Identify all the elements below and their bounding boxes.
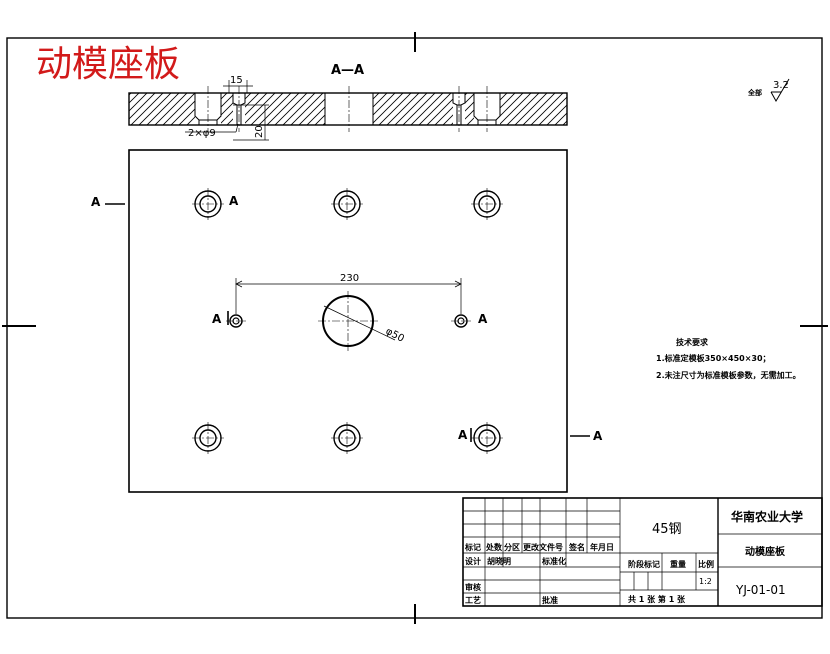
tb-date: 年月日 <box>590 542 614 552</box>
surface-finish-label: 全部 <box>747 88 762 97</box>
tb-approve: 批准 <box>542 595 558 605</box>
tb-scale: 1:2 <box>699 577 712 586</box>
cut-label-hole-br: A <box>458 428 468 442</box>
centering-marks <box>2 32 828 624</box>
dim-section-depth: 20 <box>254 125 265 138</box>
cut-label-right: A <box>593 429 603 443</box>
tb-sheets: 共 1 张 第 1 张 <box>628 594 686 604</box>
tb-process: 工艺 <box>465 595 481 605</box>
tb-part-name: 动模座板 <box>745 545 786 558</box>
tb-sign: 签名 <box>568 542 585 552</box>
surface-finish: 全部 3.2 <box>747 78 790 103</box>
tb-material: 45钢 <box>652 522 682 537</box>
dim-section-top: 15 <box>230 75 243 86</box>
drawing-title: 动模座板 <box>36 44 180 85</box>
notes-title: 技术要求 <box>676 337 709 347</box>
section-title: A—A <box>331 63 364 78</box>
notes-item-1: 1.标准定模板350×450×30； <box>656 353 771 364</box>
cut-label-left: A <box>91 195 101 209</box>
tb-school: 华南农业大学 <box>731 509 803 524</box>
dim-center-dia: φ50 <box>384 326 406 345</box>
surface-finish-value: 3.2 <box>773 80 789 91</box>
section-view: 15 2×φ9 20 <box>128 75 568 141</box>
tb-drawing-no: YJ-01-01 <box>735 583 786 597</box>
dim-section-holes: 2×φ9 <box>188 128 216 139</box>
tb-review: 审核 <box>465 582 481 592</box>
tb-ratio: 比例 <box>698 559 714 569</box>
tb-stage: 阶段标记 <box>628 559 660 569</box>
tb-zone: 分区 <box>504 542 520 552</box>
tb-count: 处数 <box>485 542 503 552</box>
tb-mark: 标记 <box>464 542 481 552</box>
cut-label-hole-tl: A <box>229 194 239 208</box>
tb-design: 设计 <box>465 556 481 566</box>
plan-view: 230 φ50 A A A A A A <box>91 149 603 493</box>
technical-notes: 技术要求 1.标准定模板350×450×30； 2.未注尺寸为标准模板参数，无需… <box>656 337 801 380</box>
dim-span: 230 <box>340 273 359 284</box>
title-block: 标记 处数 分区 更改文件号 签名 年月日 设计 胡晓明 标准化 审核 工艺 批… <box>462 497 823 607</box>
tb-designer: 胡晓明 <box>487 556 511 566</box>
tb-standardize: 标准化 <box>541 556 566 566</box>
cut-label-small-right: A <box>478 312 488 326</box>
cut-label-small-left: A <box>212 312 222 326</box>
notes-item-2: 2.未注尺寸为标准模板参数，无需加工。 <box>656 370 801 380</box>
tb-weight: 重量 <box>670 559 686 569</box>
tb-change-doc: 更改文件号 <box>523 542 563 552</box>
